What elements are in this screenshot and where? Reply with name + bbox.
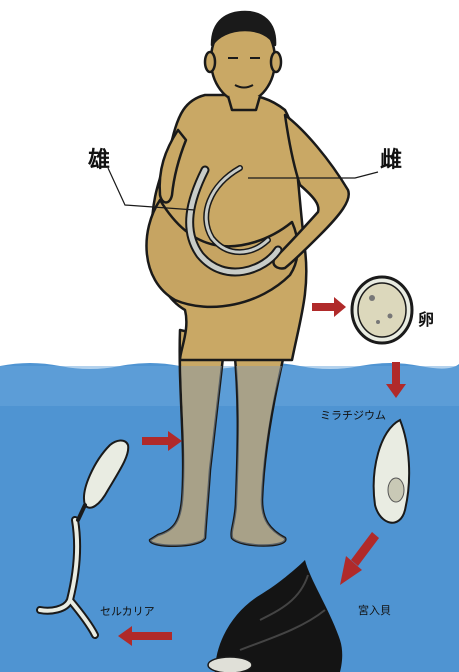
snail-label: 宮入貝 [358,602,391,618]
egg-label: 卵 [418,306,434,330]
egg [352,277,412,343]
miracidium-label: ミラチジウム [320,407,386,423]
female-worm-label: 雌 [380,142,402,174]
cercaria-label: セルカリア [100,603,155,619]
arrow-to-egg [312,297,346,317]
male-worm-label: 雄 [88,142,110,174]
